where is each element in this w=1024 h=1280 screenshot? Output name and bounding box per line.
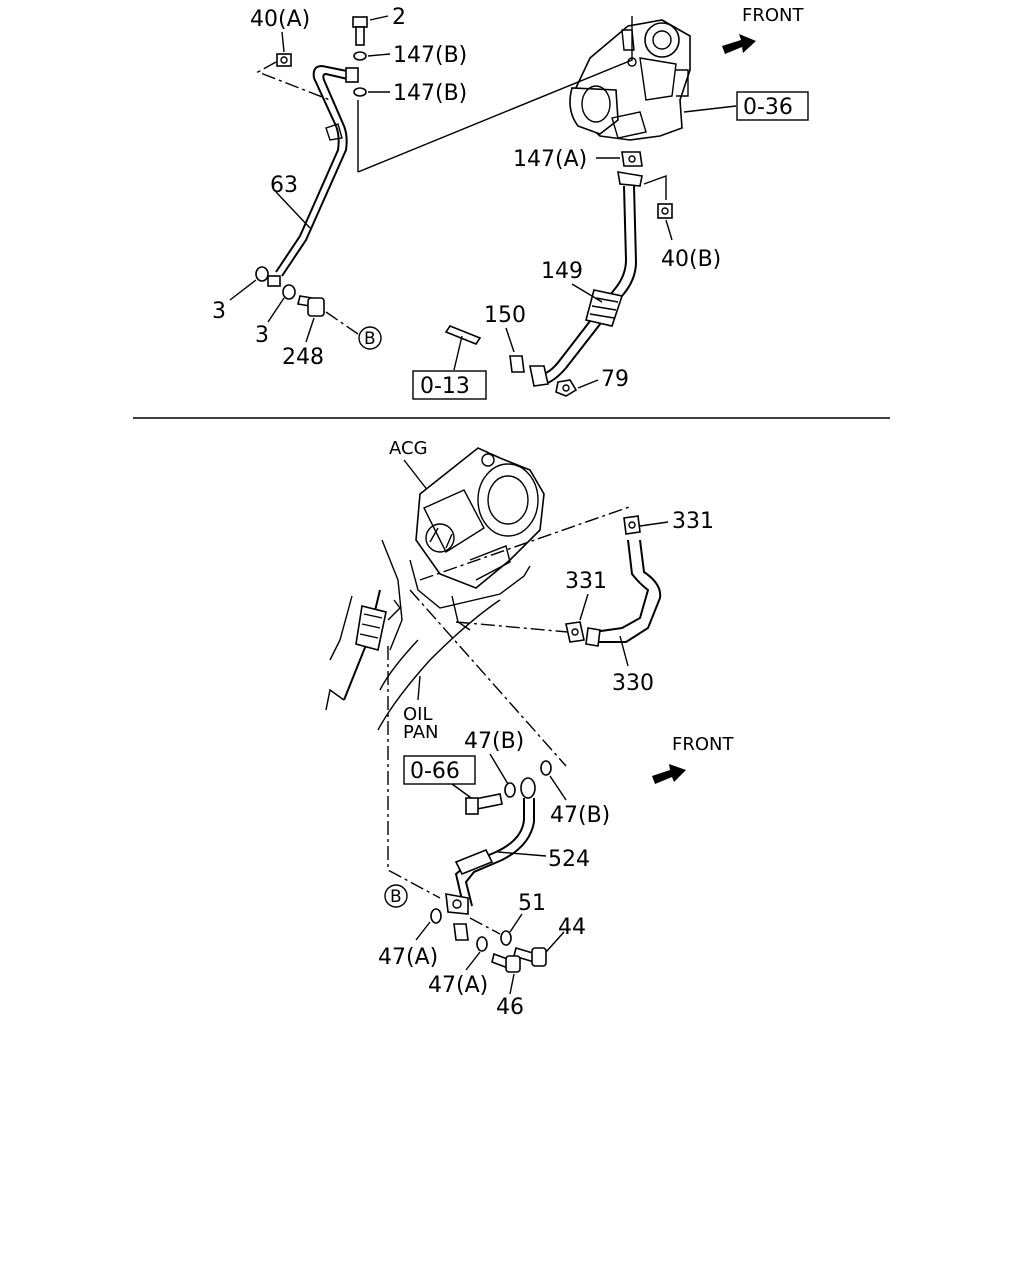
gasket-147a — [621, 151, 643, 167]
label-331-upper: 331 — [672, 509, 714, 534]
front-label-top: FRONT — [742, 5, 804, 26]
washer-147b-2 — [353, 87, 367, 97]
label-3-1: 3 — [212, 299, 226, 324]
label-331-lower: 331 — [565, 569, 607, 594]
eye-bolt-0-66 — [465, 793, 503, 815]
label-oil: OIL — [403, 704, 433, 725]
washer-47b-1 — [504, 782, 516, 798]
label-47b-lower: 47(B) — [550, 803, 610, 828]
label-524: 524 — [548, 847, 590, 872]
fitting-40a — [276, 53, 292, 67]
oil-feed-pipe-63 — [275, 64, 359, 277]
label-acg: ACG — [389, 438, 428, 459]
bolt-248 — [297, 295, 325, 317]
breather-hose-330 — [585, 539, 662, 647]
label-63: 63 — [270, 173, 298, 198]
label-0-36: 0-36 — [743, 95, 793, 120]
bolt-46 — [453, 923, 469, 941]
label-3-2: 3 — [255, 323, 269, 348]
front-label-bottom: FRONT — [672, 734, 734, 755]
label-248: 248 — [282, 345, 324, 370]
callout-b-bottom — [384, 884, 408, 908]
gasket-150 — [509, 355, 525, 373]
label-47a-1: 47(A) — [378, 945, 438, 970]
label-b-top: B — [364, 329, 376, 349]
label-pan: PAN — [403, 722, 438, 743]
oil-return-pipe-149 — [529, 171, 643, 387]
label-2: 2 — [392, 5, 406, 30]
label-330: 330 — [612, 671, 654, 696]
callout-b-top — [358, 326, 382, 350]
label-b-bottom: B — [390, 887, 402, 907]
label-147b-2: 147(B) — [393, 81, 467, 106]
bolt-44 — [513, 946, 547, 967]
label-147a: 147(A) — [513, 147, 587, 172]
turbocharger — [569, 19, 691, 141]
washer-47a-2 — [476, 936, 488, 952]
oil-return-pipe-524 — [445, 777, 536, 915]
stud-0-13 — [444, 325, 482, 345]
front-arrow-icon — [722, 34, 756, 54]
label-44: 44 — [558, 915, 586, 940]
bottom-section: ACG OIL PAN — [325, 438, 734, 1020]
bolt-46-lower — [491, 952, 521, 973]
label-40b: 40(B) — [661, 247, 721, 272]
label-51: 51 — [518, 891, 546, 916]
fitting-40b — [657, 203, 673, 219]
washer-47a-1 — [430, 908, 442, 924]
washer-51 — [500, 930, 512, 946]
bolt-2 — [352, 16, 368, 46]
label-0-13: 0-13 — [420, 374, 470, 399]
washer-3-1 — [255, 266, 269, 282]
label-46: 46 — [496, 995, 524, 1020]
nut-79 — [555, 379, 578, 397]
top-section: FRONT 0-36 2 — [212, 5, 809, 400]
label-47b-upper: 47(B) — [464, 729, 524, 754]
label-149: 149 — [541, 259, 583, 284]
alternator-acg — [415, 447, 545, 589]
washer-47b-2 — [540, 760, 552, 776]
washer-147b-1 — [353, 51, 367, 61]
label-79: 79 — [601, 367, 629, 392]
label-147b-1: 147(B) — [393, 43, 467, 68]
dipstick-tube — [325, 589, 401, 711]
label-0-66: 0-66 — [410, 759, 460, 784]
washer-3-2 — [282, 284, 296, 300]
label-47a-2: 47(A) — [428, 973, 488, 998]
label-40a: 40(A) — [250, 7, 310, 32]
clamp-331-upper — [623, 515, 641, 535]
label-150: 150 — [484, 303, 526, 328]
front-arrow-icon — [652, 764, 686, 784]
clamp-331-lower — [565, 621, 585, 643]
